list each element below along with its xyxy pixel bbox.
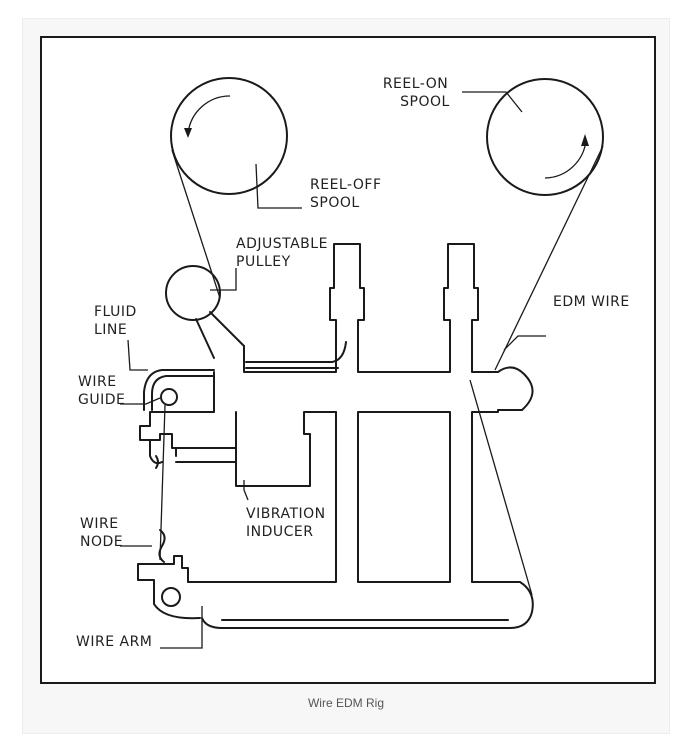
adjustable-pulley: [165, 265, 245, 359]
label-wire-node: WIRE NODE: [80, 516, 124, 550]
label-wire-guide: WIRE GUIDE: [78, 374, 125, 408]
label-reel-off-spool: REEL-OFF SPOOL: [310, 177, 387, 211]
label-edm-wire: EDM WIRE: [553, 294, 630, 310]
edm-wire: [159, 145, 604, 596]
label-reel-on-spool: REEL-ON SPOOL: [383, 76, 453, 110]
label-fluid-line: FLUID LINE: [94, 304, 142, 338]
wire-node: [155, 455, 166, 563]
label-vibration-inducer: VIBRATION INDUCER: [246, 506, 331, 540]
rig-body: [187, 243, 534, 629]
vibration-inducer: [175, 447, 237, 463]
reel-on-spool: [486, 78, 604, 196]
label-wire-arm: WIRE ARM: [76, 634, 152, 650]
diagram-frame: [40, 36, 656, 684]
fluid-line: [143, 341, 347, 411]
wire-arm: [137, 555, 201, 620]
leader-lines: [120, 91, 546, 649]
reel-off-spool: [170, 77, 288, 195]
upper-head: [139, 371, 237, 465]
label-adjustable-pulley: ADJUSTABLE PULLEY: [236, 236, 333, 270]
figure-caption: Wire EDM Rig: [307, 696, 384, 710]
